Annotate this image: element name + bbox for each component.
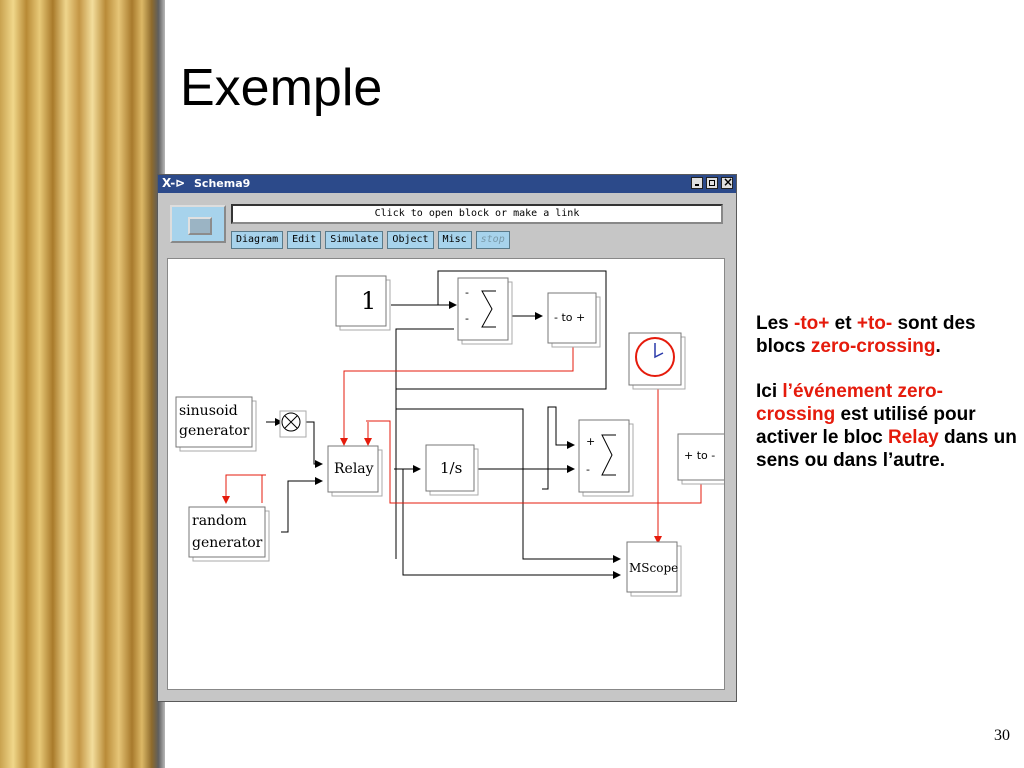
- menu-bar: Diagram Edit Simulate Object Misc stop: [231, 231, 510, 249]
- sum1-top-sign: -: [465, 286, 469, 299]
- event-links: [222, 347, 705, 544]
- explanation-text: Les -to+ et +to- sont des blocs zero-cro…: [756, 312, 1018, 494]
- data-links: [266, 270, 621, 579]
- sinusoid-label-2: generator: [179, 423, 250, 439]
- sum1-bottom-sign: -: [465, 312, 469, 325]
- palette-button[interactable]: [170, 205, 226, 243]
- menu-object[interactable]: Object: [387, 231, 434, 249]
- sinusoid-generator-block[interactable]: sinusoid generator: [175, 396, 257, 452]
- window-titlebar[interactable]: X-⊳ Schema9: [158, 175, 736, 193]
- menu-stop[interactable]: stop: [475, 231, 510, 249]
- menu-simulate[interactable]: Simulate: [325, 231, 384, 249]
- slide-title: Exemple: [180, 59, 383, 117]
- sinusoid-label-1: sinusoid: [179, 403, 238, 419]
- integrator-block[interactable]: 1/s: [425, 444, 479, 496]
- sum2-top-sign: +: [586, 435, 595, 448]
- mscope-block[interactable]: MScope: [626, 541, 682, 597]
- minus-to-plus-label: - to +: [554, 311, 585, 324]
- random-label-1: random: [192, 513, 247, 529]
- integrator-label: 1/s: [440, 459, 462, 477]
- paragraph-1: Les -to+ et +to- sont des blocs zero-cro…: [756, 313, 976, 357]
- product-block[interactable]: [279, 410, 307, 438]
- mscope-label: MScope: [629, 561, 678, 575]
- plus-to-minus-label: + to -: [684, 449, 715, 462]
- schema-window: X-⊳ Schema9 Click to open block or make …: [157, 174, 737, 702]
- maximize-icon[interactable]: [706, 177, 718, 189]
- menu-edit[interactable]: Edit: [287, 231, 322, 249]
- menu-diagram[interactable]: Diagram: [231, 231, 284, 249]
- random-label-2: generator: [192, 535, 263, 551]
- diagram-canvas[interactable]: 1 - - - to +: [167, 258, 725, 690]
- paragraph-2: Ici l’événement zero-crossing est utilis…: [756, 381, 1017, 471]
- sum2-bottom-sign: -: [586, 463, 590, 476]
- plus-to-minus-block[interactable]: + to -: [677, 433, 724, 485]
- constant-block[interactable]: 1: [335, 275, 391, 331]
- decorative-border: [0, 0, 165, 768]
- window-menu-icon[interactable]: X-⊳: [162, 176, 186, 190]
- relay-label: Relay: [334, 461, 374, 477]
- sum-block-1[interactable]: - -: [457, 277, 513, 345]
- window-title: Schema9: [194, 177, 251, 190]
- page-number: 30: [994, 727, 1010, 744]
- random-generator-block[interactable]: random generator: [188, 506, 270, 562]
- constant-label: 1: [361, 287, 376, 315]
- minus-to-plus-block[interactable]: - to +: [547, 292, 601, 348]
- clock-block[interactable]: [628, 332, 686, 390]
- toolbar: Click to open block or make a link Diagr…: [163, 197, 731, 253]
- menu-misc[interactable]: Misc: [437, 231, 472, 249]
- close-icon[interactable]: [721, 175, 733, 189]
- minimize-icon[interactable]: [691, 177, 703, 189]
- sum-block-2[interactable]: + -: [578, 419, 634, 497]
- message-field: Click to open block or make a link: [231, 204, 723, 224]
- relay-block[interactable]: Relay: [327, 445, 383, 497]
